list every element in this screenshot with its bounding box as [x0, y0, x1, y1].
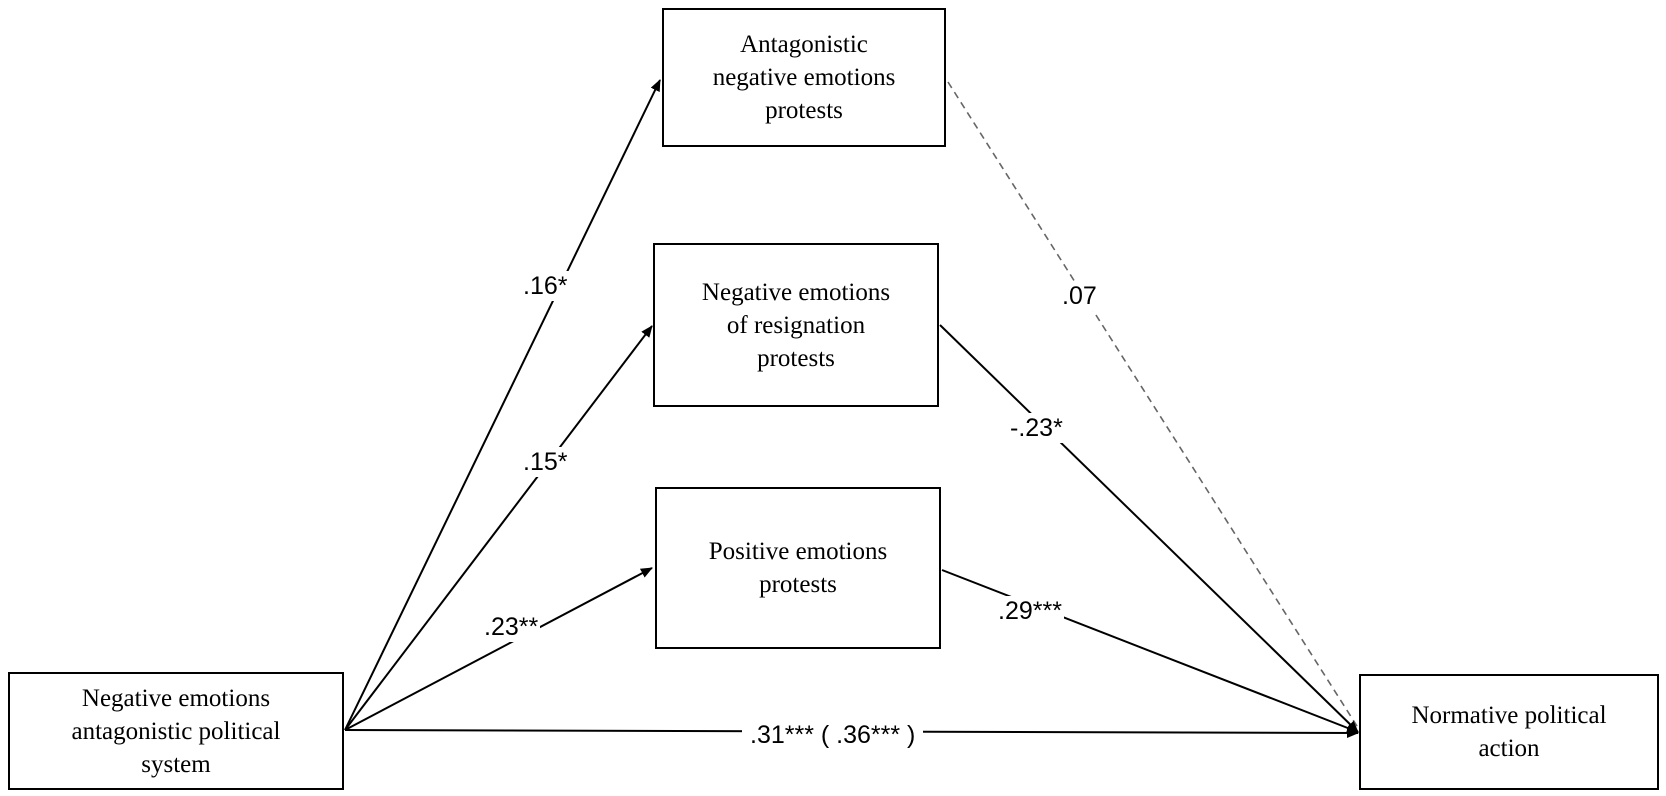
node-outcome-label: Normative political action	[1411, 702, 1607, 762]
path-b-positive	[941, 569, 1359, 733]
path-a-positive	[344, 567, 653, 731]
node-predictor-label: Negative emotions antagonistic political…	[71, 684, 281, 778]
coef-a-positive: .23**	[482, 612, 541, 642]
node-mediator-antagonistic: Antagonistic negative emotions protests	[662, 8, 946, 147]
path-a-resignation	[344, 325, 653, 731]
coef-b-resignation: -.23*	[1008, 413, 1065, 443]
node-predictor: Negative emotions antagonistic political…	[8, 672, 344, 790]
coef-a-resignation: .15*	[521, 447, 570, 477]
path-b-resignation	[939, 324, 1359, 733]
coef-direct: .31*** ( .36*** )	[742, 720, 924, 750]
coef-b-positive: .29***	[996, 596, 1064, 626]
path-b-antagonistic	[947, 81, 1363, 735]
node-outcome: Normative political action	[1359, 674, 1659, 790]
path-a-antagonistic	[344, 79, 661, 731]
node-mediator-antagonistic-label: Antagonistic negative emotions protests	[712, 31, 896, 124]
node-mediator-resignation: Negative emotions of resignation protest…	[653, 243, 939, 407]
node-mediator-resignation-label: Negative emotions of resignation protest…	[701, 278, 891, 372]
node-mediator-positive: Positive emotions protests	[655, 487, 941, 649]
node-mediator-positive-label: Positive emotions protests	[708, 538, 888, 598]
coef-b-antagonistic: .07	[1060, 281, 1099, 311]
coef-a-antagonistic: .16*	[521, 271, 570, 301]
